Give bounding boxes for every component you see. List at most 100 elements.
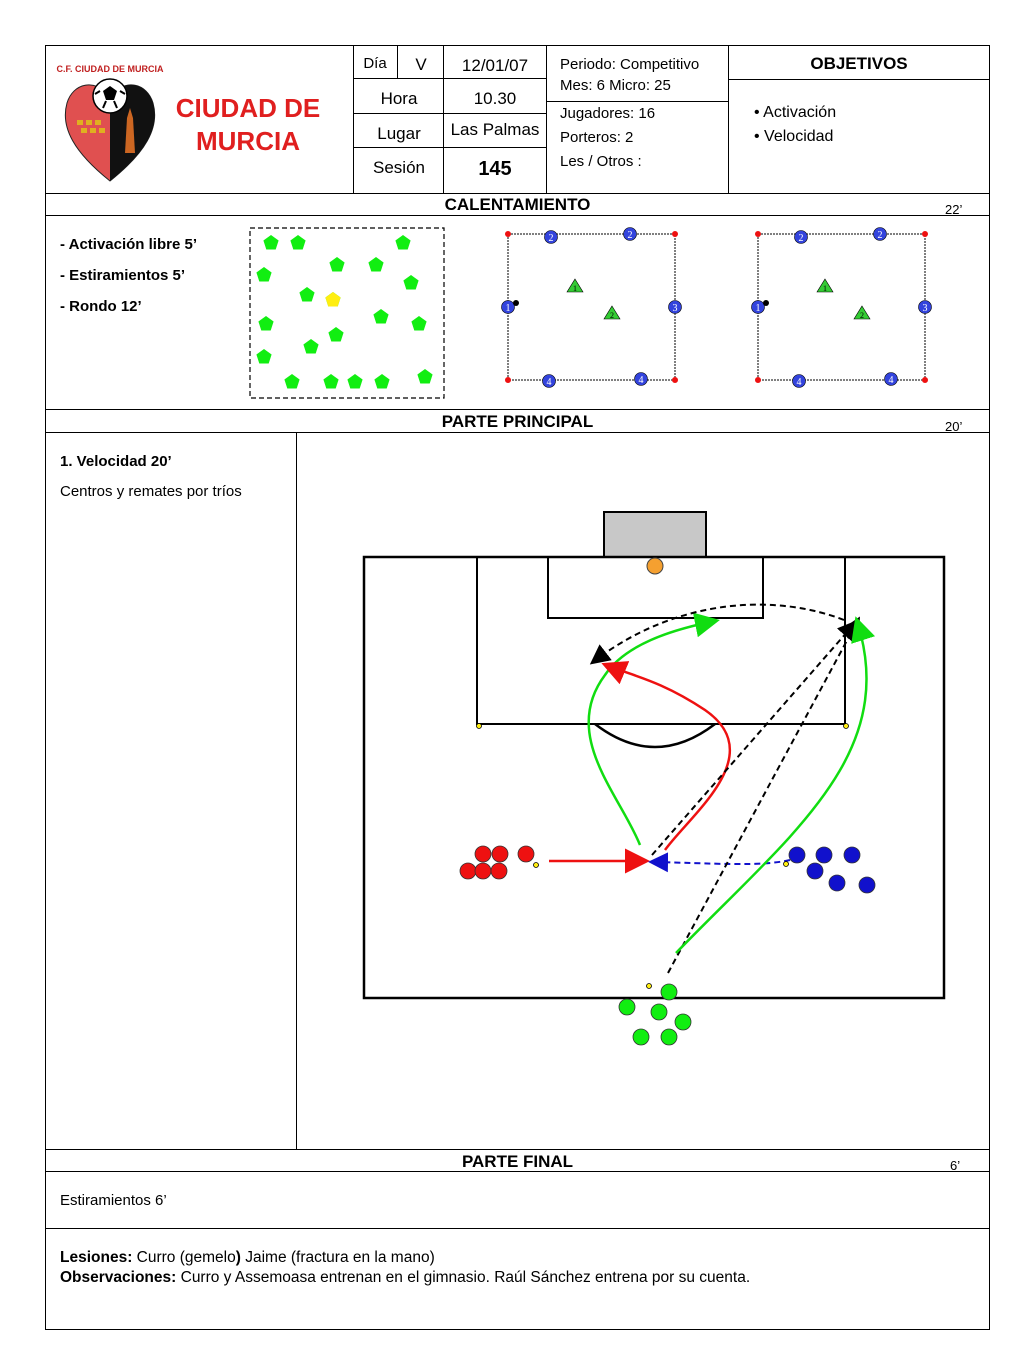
rondo-player: [884, 372, 898, 386]
player-marker: [858, 876, 876, 894]
svg-text:1: 1: [573, 284, 577, 293]
rondo-defender: [853, 305, 871, 320]
lugar-value: Las Palmas: [450, 120, 540, 139]
calentamiento-item: - Rondo 12’: [60, 298, 142, 315]
rondo-player: [794, 230, 808, 244]
player-marker: [459, 862, 477, 880]
calentamiento-item: - Estiramientos 5’: [60, 267, 186, 284]
rondo-player: [873, 227, 887, 241]
player-marker: [490, 862, 508, 880]
club-name: CIUDAD DE MURCIA: [162, 92, 334, 158]
calentamiento-item: - Activación libre 5’: [60, 236, 197, 253]
player-marker: [258, 316, 274, 331]
player-marker: [328, 327, 344, 342]
player-marker: [284, 374, 300, 389]
rondo-player: [918, 300, 932, 314]
periodo: Periodo: Competitivo: [560, 56, 700, 73]
player-marker: [373, 309, 389, 324]
player-marker: [417, 369, 433, 384]
rondo-player: [501, 300, 515, 314]
lesiones-line: Lesiones: Curro (gemelo) Jaime (fractura…: [60, 1249, 435, 1266]
player-marker: [299, 287, 315, 302]
objetivo-item: • Activación: [754, 104, 837, 121]
player-marker: [256, 267, 272, 282]
final-text: Estiramientos 6’: [60, 1192, 167, 1209]
rondo-player-number: 4: [639, 375, 644, 386]
rondo-player-number: 2: [628, 230, 633, 241]
player-marker: [403, 275, 419, 290]
activacion-libre-diagram: [249, 227, 445, 399]
exercise-title: 1. Velocidad 20’: [60, 453, 172, 470]
calentamiento-duration: 22’: [945, 202, 963, 217]
player-marker: [517, 845, 535, 863]
rondo-player-number: 2: [549, 233, 554, 244]
rondo-player-number: 3: [673, 303, 678, 314]
rondo-player: [751, 300, 765, 314]
objetivos-title: OBJETIVOS: [810, 54, 908, 73]
player-marker: [650, 1003, 668, 1021]
observaciones-line: Observaciones: Curro y Assemoasa entrena…: [60, 1269, 751, 1286]
rondo-defender: [816, 278, 834, 293]
player-marker: [660, 1028, 678, 1046]
lugar-label: Lugar: [377, 124, 421, 143]
player-marker: [674, 1013, 692, 1031]
player-marker: [368, 257, 384, 272]
player-marker: [815, 846, 833, 864]
player-marker: [256, 349, 272, 364]
player-marker: [395, 235, 411, 250]
exercise-description: Centros y remates por tríos: [60, 483, 242, 500]
les-otros: Les / Otros :: [560, 153, 642, 170]
rondo-player-number: 1: [506, 303, 511, 314]
mes-micro: Mes: 6 Micro: 25: [560, 77, 671, 94]
jugadores: Jugadores: 16: [560, 105, 656, 122]
hora-value: 10.30: [473, 89, 517, 108]
rondo-player: [668, 300, 682, 314]
player-marker: [618, 998, 636, 1016]
session-sheet: [45, 45, 990, 1330]
player-marker: [325, 292, 341, 307]
player-marker: [290, 235, 306, 250]
player-marker: [843, 846, 861, 864]
sesion-label: Sesión: [373, 158, 425, 177]
player-marker: [263, 235, 279, 250]
date-value: 12/01/07: [461, 56, 529, 75]
principal-title: PARTE PRINCIPAL: [441, 412, 594, 431]
rondo-player-number: 3: [923, 303, 928, 314]
player-marker: [303, 339, 319, 354]
player-marker: [329, 257, 345, 272]
dia-label: Día: [363, 55, 387, 72]
svg-text:2: 2: [860, 311, 864, 320]
player-marker: [491, 845, 509, 863]
player-marker: [323, 374, 339, 389]
svg-text:1: 1: [823, 284, 827, 293]
rondo-player-number: 2: [799, 233, 804, 244]
sesion-value: 145: [478, 158, 512, 180]
rondo-defender: [566, 278, 584, 293]
hora-label: Hora: [380, 89, 418, 108]
goal: [603, 511, 707, 558]
player-marker: [374, 374, 390, 389]
player-marker: [806, 862, 824, 880]
pitch-diagram: [362, 511, 946, 1046]
player-marker: [474, 862, 492, 880]
rondo-player: [544, 230, 558, 244]
player-marker: [347, 374, 363, 389]
principal-duration: 20’: [945, 419, 963, 434]
porteros: Porteros: 2: [560, 129, 634, 146]
player-marker: [411, 316, 427, 331]
rondo-defender: [603, 305, 621, 320]
player-marker: [474, 845, 492, 863]
rondo-player: [542, 374, 556, 388]
final-duration: 6’: [950, 1158, 961, 1173]
rondo-player: [792, 374, 806, 388]
final-title: PARTE FINAL: [461, 1152, 574, 1171]
rondo-player-number: 2: [878, 230, 883, 241]
rondo-player: [634, 372, 648, 386]
logo-text: C.F. CIUDAD DE MURCIA: [57, 64, 164, 74]
dia-value: V: [415, 55, 427, 74]
club-name-line1: CIUDAD DE: [175, 93, 321, 123]
rondo-player-number: 4: [889, 375, 894, 386]
rondo-player-number: 1: [756, 303, 761, 314]
